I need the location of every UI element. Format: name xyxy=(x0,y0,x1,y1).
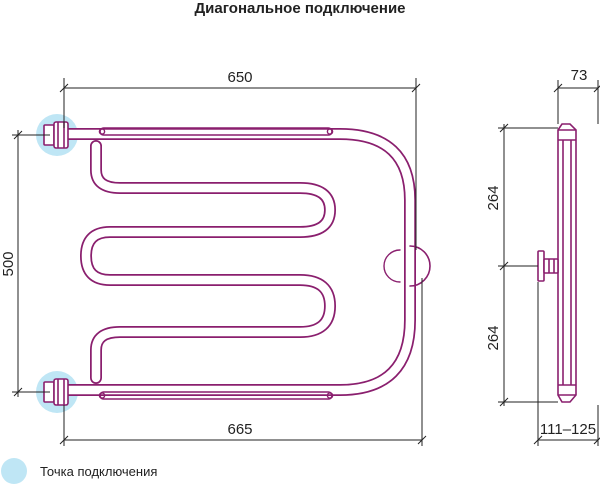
dim-bottom-width: 665 xyxy=(227,421,252,438)
legend-label: Точка подключения xyxy=(40,464,158,479)
dim-upper-half: 264 xyxy=(485,185,502,210)
front-dimensions xyxy=(12,78,427,446)
dim-lower-half: 264 xyxy=(485,325,502,350)
connection-point-swatch xyxy=(1,458,27,484)
dim-depth: 73 xyxy=(571,67,588,84)
dim-top-width: 650 xyxy=(227,69,252,86)
dim-wall-distance: 111–125 xyxy=(540,421,596,438)
serpentine-pipe xyxy=(54,127,431,400)
side-view xyxy=(537,123,577,403)
side-dimensions xyxy=(498,80,600,446)
dim-height: 500 xyxy=(0,251,17,276)
legend: Точка подключения xyxy=(0,456,300,486)
diagram-title: Диагональное подключение xyxy=(194,0,406,17)
